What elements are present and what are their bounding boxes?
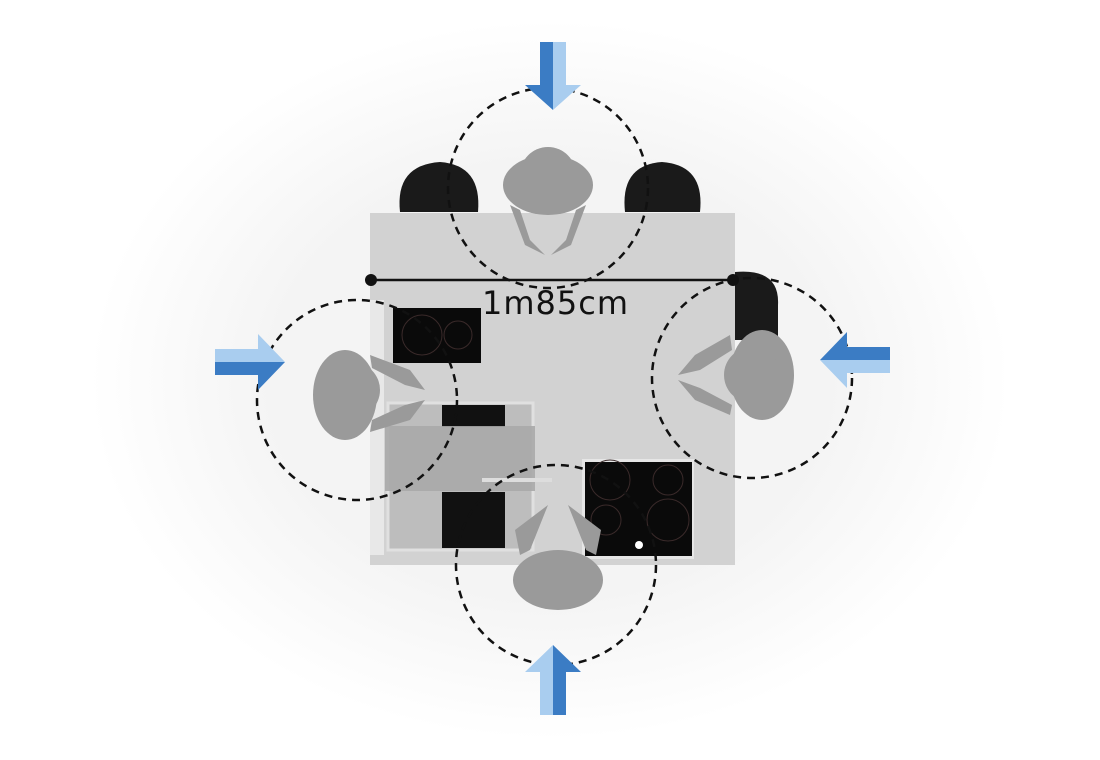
arrow-bottom	[525, 645, 581, 715]
people	[313, 147, 794, 610]
dimension-line	[365, 274, 739, 286]
person-top	[503, 147, 593, 255]
work-zone-right	[650, 276, 854, 480]
person-bottom	[513, 505, 603, 610]
work-zone-top	[446, 86, 650, 290]
person-left	[313, 350, 425, 440]
chair-right	[735, 271, 779, 340]
chair-top-left	[399, 162, 479, 212]
chair-top-right	[624, 162, 701, 212]
arrow-left	[215, 334, 285, 390]
person-right	[678, 330, 794, 420]
two-burner-hob	[393, 308, 481, 363]
work-zone-left	[255, 298, 459, 502]
arrow-right	[820, 332, 890, 388]
chairs	[399, 162, 779, 340]
dimension-label: 1m85cm	[482, 284, 630, 322]
arrow-top	[525, 42, 581, 110]
